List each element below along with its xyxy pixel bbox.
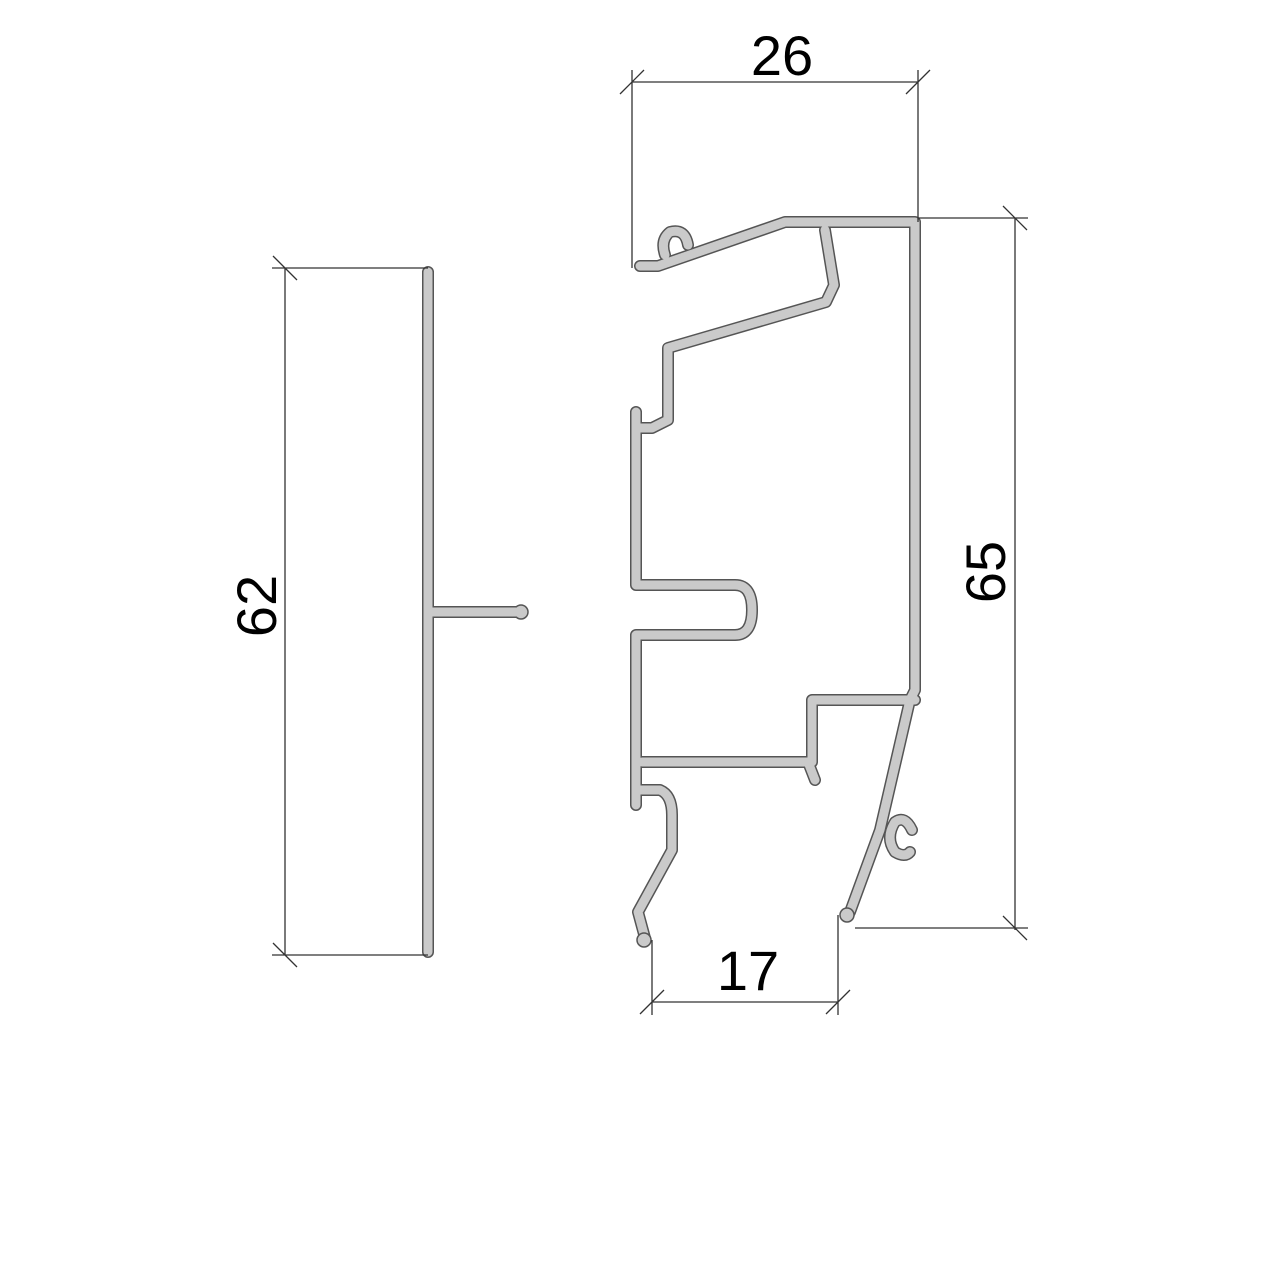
dimension-left-height bbox=[272, 255, 428, 968]
dimension-label-65: 65 bbox=[954, 541, 1017, 603]
dimension-label-17: 17 bbox=[717, 939, 779, 1002]
dimension-bottom-opening bbox=[639, 915, 851, 1015]
dimension-label-26: 26 bbox=[751, 24, 813, 87]
cover-strip-profile bbox=[422, 266, 529, 958]
dimension-top-width bbox=[619, 69, 931, 268]
dimension-right-height bbox=[855, 205, 1028, 941]
dimension-label-62: 62 bbox=[225, 575, 288, 637]
main-profile bbox=[630, 216, 921, 948]
